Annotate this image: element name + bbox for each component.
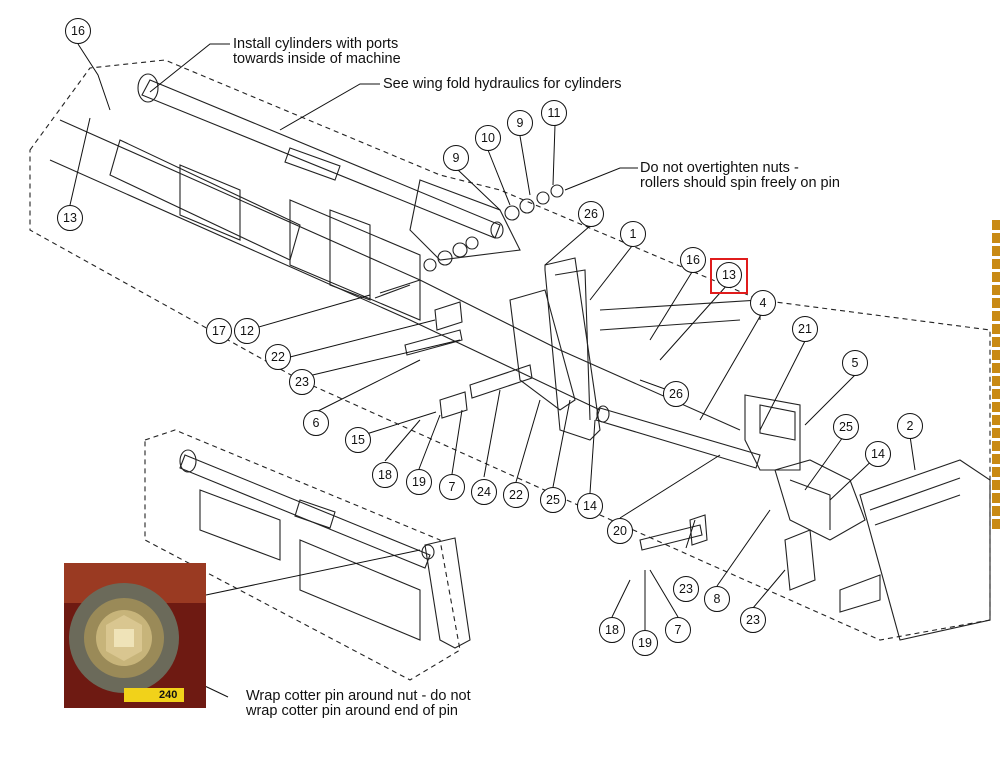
part-balloon-23[interactable]: 23 — [673, 576, 699, 602]
part-balloon-18[interactable]: 18 — [372, 462, 398, 488]
part-balloon-18[interactable]: 18 — [599, 617, 625, 643]
cotter-note: Wrap cotter pin around nut - do not wrap… — [246, 689, 471, 719]
part-balloon-20[interactable]: 20 — [607, 518, 633, 544]
part-balloon-23[interactable]: 23 — [740, 607, 766, 633]
part-balloon-23[interactable]: 23 — [289, 369, 315, 395]
part-balloon-13[interactable]: 13 — [716, 262, 742, 288]
ports-note: Install cylinders with ports towards ins… — [233, 37, 401, 67]
part-balloon-17[interactable]: 17 — [206, 318, 232, 344]
ports-note-line1: Install cylinders with ports — [233, 36, 399, 52]
nuts-note: Do not overtighten nuts - rollers should… — [640, 161, 840, 191]
part-balloon-16[interactable]: 16 — [680, 247, 706, 273]
part-balloon-14[interactable]: 14 — [577, 493, 603, 519]
part-balloon-25[interactable]: 25 — [540, 487, 566, 513]
part-balloon-9[interactable]: 9 — [443, 145, 469, 171]
part-balloon-4[interactable]: 4 — [750, 290, 776, 316]
part-balloon-26[interactable]: 26 — [578, 201, 604, 227]
part-balloon-19[interactable]: 19 — [406, 469, 432, 495]
photo-tag: 240 — [159, 689, 178, 701]
cotter-note-line1: Wrap cotter pin around nut - do not — [246, 688, 471, 704]
part-balloon-2[interactable]: 2 — [897, 413, 923, 439]
part-balloon-22[interactable]: 22 — [503, 482, 529, 508]
part-balloon-7[interactable]: 7 — [665, 617, 691, 643]
part-balloon-6[interactable]: 6 — [303, 410, 329, 436]
nuts-note-line2: rollers should spin freely on pin — [640, 175, 840, 191]
cotter-pin-photo: 240 — [64, 563, 206, 708]
part-balloon-5[interactable]: 5 — [842, 350, 868, 376]
wing-fold-note: See wing fold hydraulics for cylinders — [383, 76, 622, 92]
cotter-note-line2: wrap cotter pin around end of pin — [246, 703, 458, 719]
selected-part-highlight — [710, 258, 748, 294]
part-balloon-14[interactable]: 14 — [865, 441, 891, 467]
part-balloon-11[interactable]: 11 — [541, 100, 567, 126]
part-balloon-19[interactable]: 19 — [632, 630, 658, 656]
part-balloon-12[interactable]: 12 — [234, 318, 260, 344]
part-balloon-13[interactable]: 13 — [57, 205, 83, 231]
ports-note-line2: towards inside of machine — [233, 51, 401, 67]
part-balloon-8[interactable]: 8 — [704, 586, 730, 612]
part-balloon-1[interactable]: 1 — [620, 221, 646, 247]
part-balloon-21[interactable]: 21 — [792, 316, 818, 342]
part-balloon-10[interactable]: 10 — [475, 125, 501, 151]
part-balloon-26[interactable]: 26 — [663, 381, 689, 407]
part-balloon-7[interactable]: 7 — [439, 474, 465, 500]
part-balloon-24[interactable]: 24 — [471, 479, 497, 505]
part-balloon-22[interactable]: 22 — [265, 344, 291, 370]
nuts-note-line1: Do not overtighten nuts - — [640, 160, 799, 176]
part-balloon-25[interactable]: 25 — [833, 414, 859, 440]
part-balloon-15[interactable]: 15 — [345, 427, 371, 453]
part-balloon-16[interactable]: 16 — [65, 18, 91, 44]
cropped-side-title — [992, 220, 1000, 530]
part-balloon-9[interactable]: 9 — [507, 110, 533, 136]
